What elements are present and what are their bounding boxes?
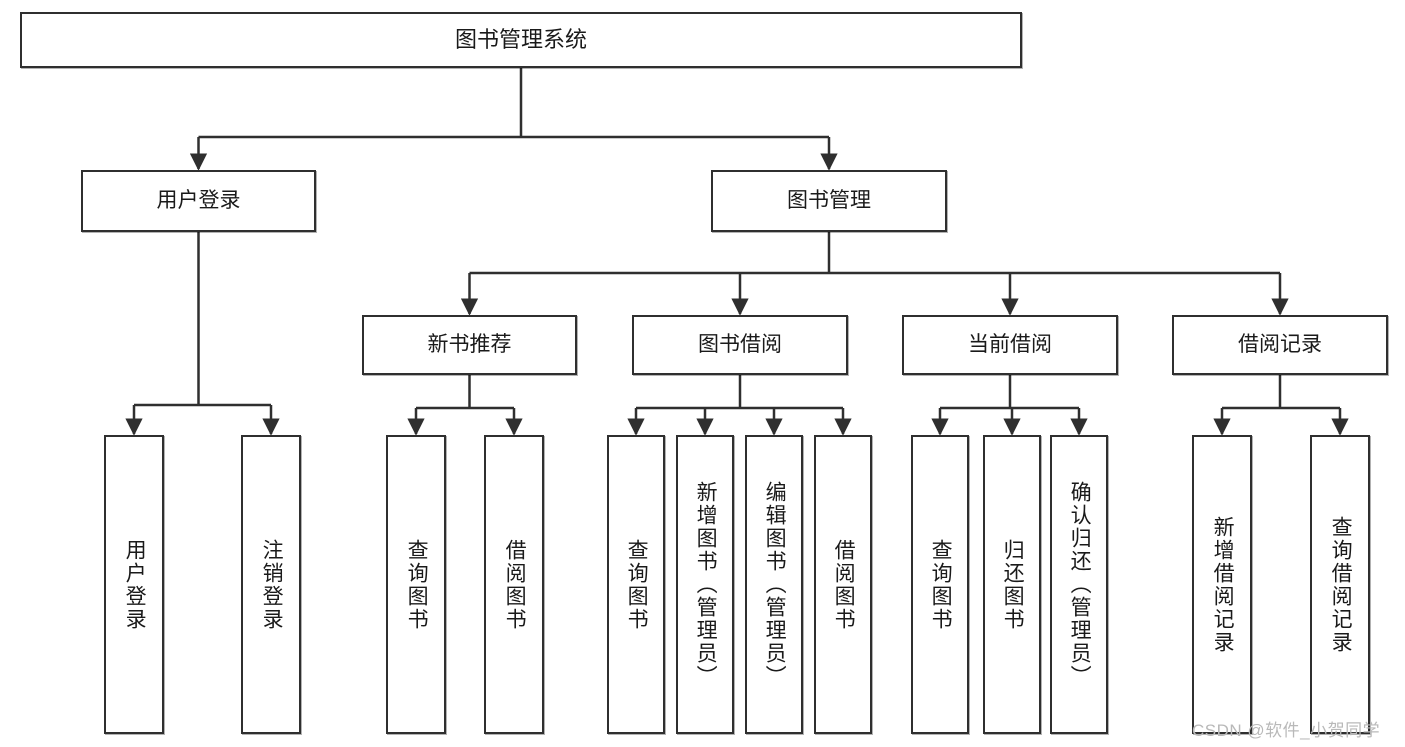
- node-label: 注销登录: [260, 538, 284, 631]
- node-label: 图书管理系统: [454, 27, 587, 53]
- node-l-borrow2[interactable]: 借阅图书: [814, 435, 872, 734]
- node-label: 确认归还（管理员）: [1068, 481, 1092, 688]
- node-records[interactable]: 借阅记录: [1172, 315, 1388, 375]
- node-label: 借阅记录: [1238, 332, 1322, 356]
- node-label: 新增图书（管理员）: [694, 481, 718, 688]
- node-label: 用户登录: [156, 188, 241, 212]
- node-label: 借阅图书: [503, 538, 527, 631]
- node-label: 编辑图书（管理员）: [763, 481, 787, 688]
- node-label: 查询图书: [929, 538, 953, 631]
- node-label: 查询图书: [405, 538, 429, 631]
- node-l-qryrec[interactable]: 查询借阅记录: [1310, 435, 1370, 734]
- node-label: 查询图书: [625, 538, 649, 631]
- node-newbook[interactable]: 新书推荐: [362, 315, 577, 375]
- node-label: 图书管理: [787, 188, 871, 212]
- node-label: 用户登录: [123, 538, 147, 631]
- node-l-logout[interactable]: 注销登录: [241, 435, 301, 734]
- node-root[interactable]: 图书管理系统: [20, 12, 1022, 68]
- node-label: 当前借阅: [968, 332, 1052, 356]
- node-label: 借阅图书: [832, 538, 856, 631]
- node-l-return[interactable]: 归还图书: [983, 435, 1041, 734]
- node-current[interactable]: 当前借阅: [902, 315, 1118, 375]
- node-bookmgmt[interactable]: 图书管理: [711, 170, 947, 232]
- node-l-edit[interactable]: 编辑图书（管理员）: [745, 435, 803, 734]
- node-l-query3[interactable]: 查询图书: [911, 435, 969, 734]
- node-label: 新增借阅记录: [1211, 515, 1235, 654]
- node-l-query1[interactable]: 查询图书: [386, 435, 446, 734]
- node-l-confirm[interactable]: 确认归还（管理员）: [1050, 435, 1108, 734]
- node-l-query2[interactable]: 查询图书: [607, 435, 665, 734]
- node-l-addrec[interactable]: 新增借阅记录: [1192, 435, 1252, 734]
- watermark-label: CSDN @软件_小贺同学: [1192, 721, 1381, 740]
- node-borrow[interactable]: 图书借阅: [632, 315, 848, 375]
- node-label: 归还图书: [1001, 538, 1025, 631]
- node-l-add[interactable]: 新增图书（管理员）: [676, 435, 734, 734]
- node-label: 查询借阅记录: [1329, 515, 1353, 654]
- node-login[interactable]: 用户登录: [81, 170, 316, 232]
- node-l-borrow1[interactable]: 借阅图书: [484, 435, 544, 734]
- edge-layer: [125, 68, 1349, 436]
- node-label: 图书借阅: [698, 332, 782, 356]
- node-l-login[interactable]: 用户登录: [104, 435, 164, 734]
- node-label: 新书推荐: [427, 332, 512, 356]
